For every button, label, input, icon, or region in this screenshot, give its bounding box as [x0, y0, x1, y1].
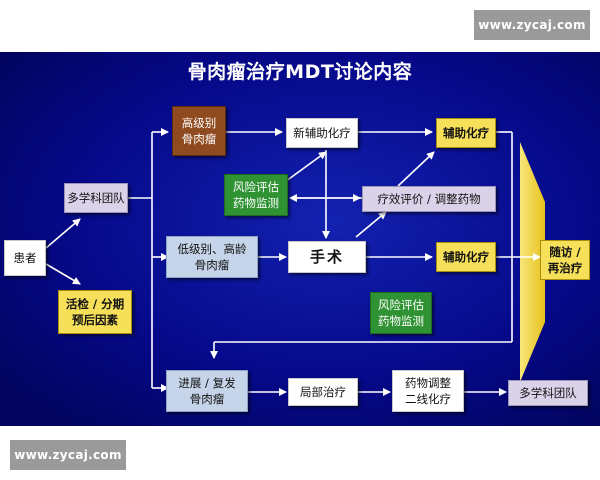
diagram-slide: 骨肉瘤治疗MDT讨论内容: [0, 52, 600, 426]
box-mdt-team-2: 多学科团队: [508, 380, 588, 406]
box-surgery: 手术: [288, 241, 366, 273]
box-adjuvant-2: 辅助化疗: [436, 242, 496, 272]
box-progression: 进展 / 复发 骨肉瘤: [166, 370, 248, 412]
diagram-title: 骨肉瘤治疗MDT讨论内容: [187, 61, 413, 83]
box-efficacy-eval: 疗效评价 / 调整药物: [362, 186, 496, 212]
box-patient: 患者: [4, 240, 46, 276]
box-mdt-team: 多学科团队: [64, 183, 128, 213]
box-adjuvant-1: 辅助化疗: [436, 118, 496, 148]
box-risk-eval-2: 风险评估 药物监测: [370, 292, 432, 334]
watermark-bottom: www.zycaj.com: [10, 440, 126, 470]
box-neoadjuvant: 新辅助化疗: [286, 118, 358, 148]
box-low-grade: 低级别、高龄 骨肉瘤: [166, 236, 258, 278]
box-drug-adjust: 药物调整 二线化疗: [392, 370, 464, 412]
box-risk-eval-1: 风险评估 药物监测: [224, 174, 288, 216]
box-local-treatment: 局部治疗: [288, 378, 358, 406]
funnel-arrow: [520, 142, 545, 382]
box-follow-up: 随访 / 再治疗: [540, 240, 590, 280]
watermark-top: www.zycaj.com: [474, 10, 590, 40]
box-biopsy-staging: 活检 / 分期 预后因素: [58, 290, 132, 334]
box-high-grade: 高级别 骨肉瘤: [172, 106, 226, 156]
connector-arrows: [45, 128, 541, 396]
slide-background: [0, 52, 600, 426]
